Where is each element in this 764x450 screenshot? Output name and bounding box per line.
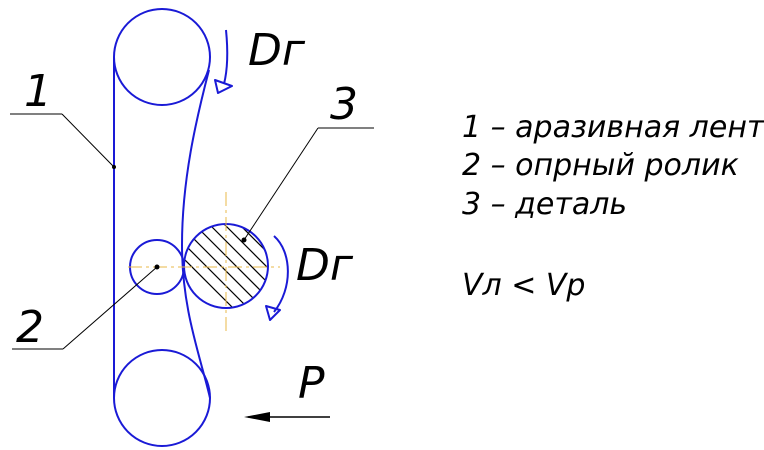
legend-line-3: 3 – деталь — [462, 187, 627, 222]
callout-2: 2 — [16, 302, 44, 353]
leader-2-dot — [154, 264, 160, 270]
belt-direction-arrow — [214, 29, 233, 94]
center-lines — [128, 192, 280, 335]
leader-3-dot — [241, 237, 247, 243]
force-arrow — [244, 412, 330, 422]
leader-1-dot — [112, 165, 116, 169]
bottom-pulley — [113, 349, 211, 447]
workpiece-hatching — [184, 224, 268, 308]
callout-3: 3 — [330, 79, 358, 130]
leader-2 — [12, 266, 158, 350]
speed-relation: Vл < Vр — [462, 268, 585, 303]
workpiece-rotation-arrow — [265, 235, 289, 321]
belt-right-run — [180, 69, 211, 399]
callout-1: 1 — [24, 66, 52, 117]
top-pulley — [113, 8, 211, 106]
force-label: P — [298, 358, 325, 409]
abrasive-belt — [113, 57, 211, 399]
leader-3 — [243, 127, 374, 241]
workpiece-direction-label: Dг — [296, 240, 354, 291]
belt-direction-label: Dг — [248, 25, 306, 76]
legend-line-1: 1 – аразивная лента — [462, 110, 764, 145]
legend: 1 – аразивная лента 2 – опрный ролик 3 –… — [462, 110, 764, 303]
legend-line-2: 2 – опрный ролик — [462, 148, 739, 183]
leader-1 — [10, 113, 115, 168]
